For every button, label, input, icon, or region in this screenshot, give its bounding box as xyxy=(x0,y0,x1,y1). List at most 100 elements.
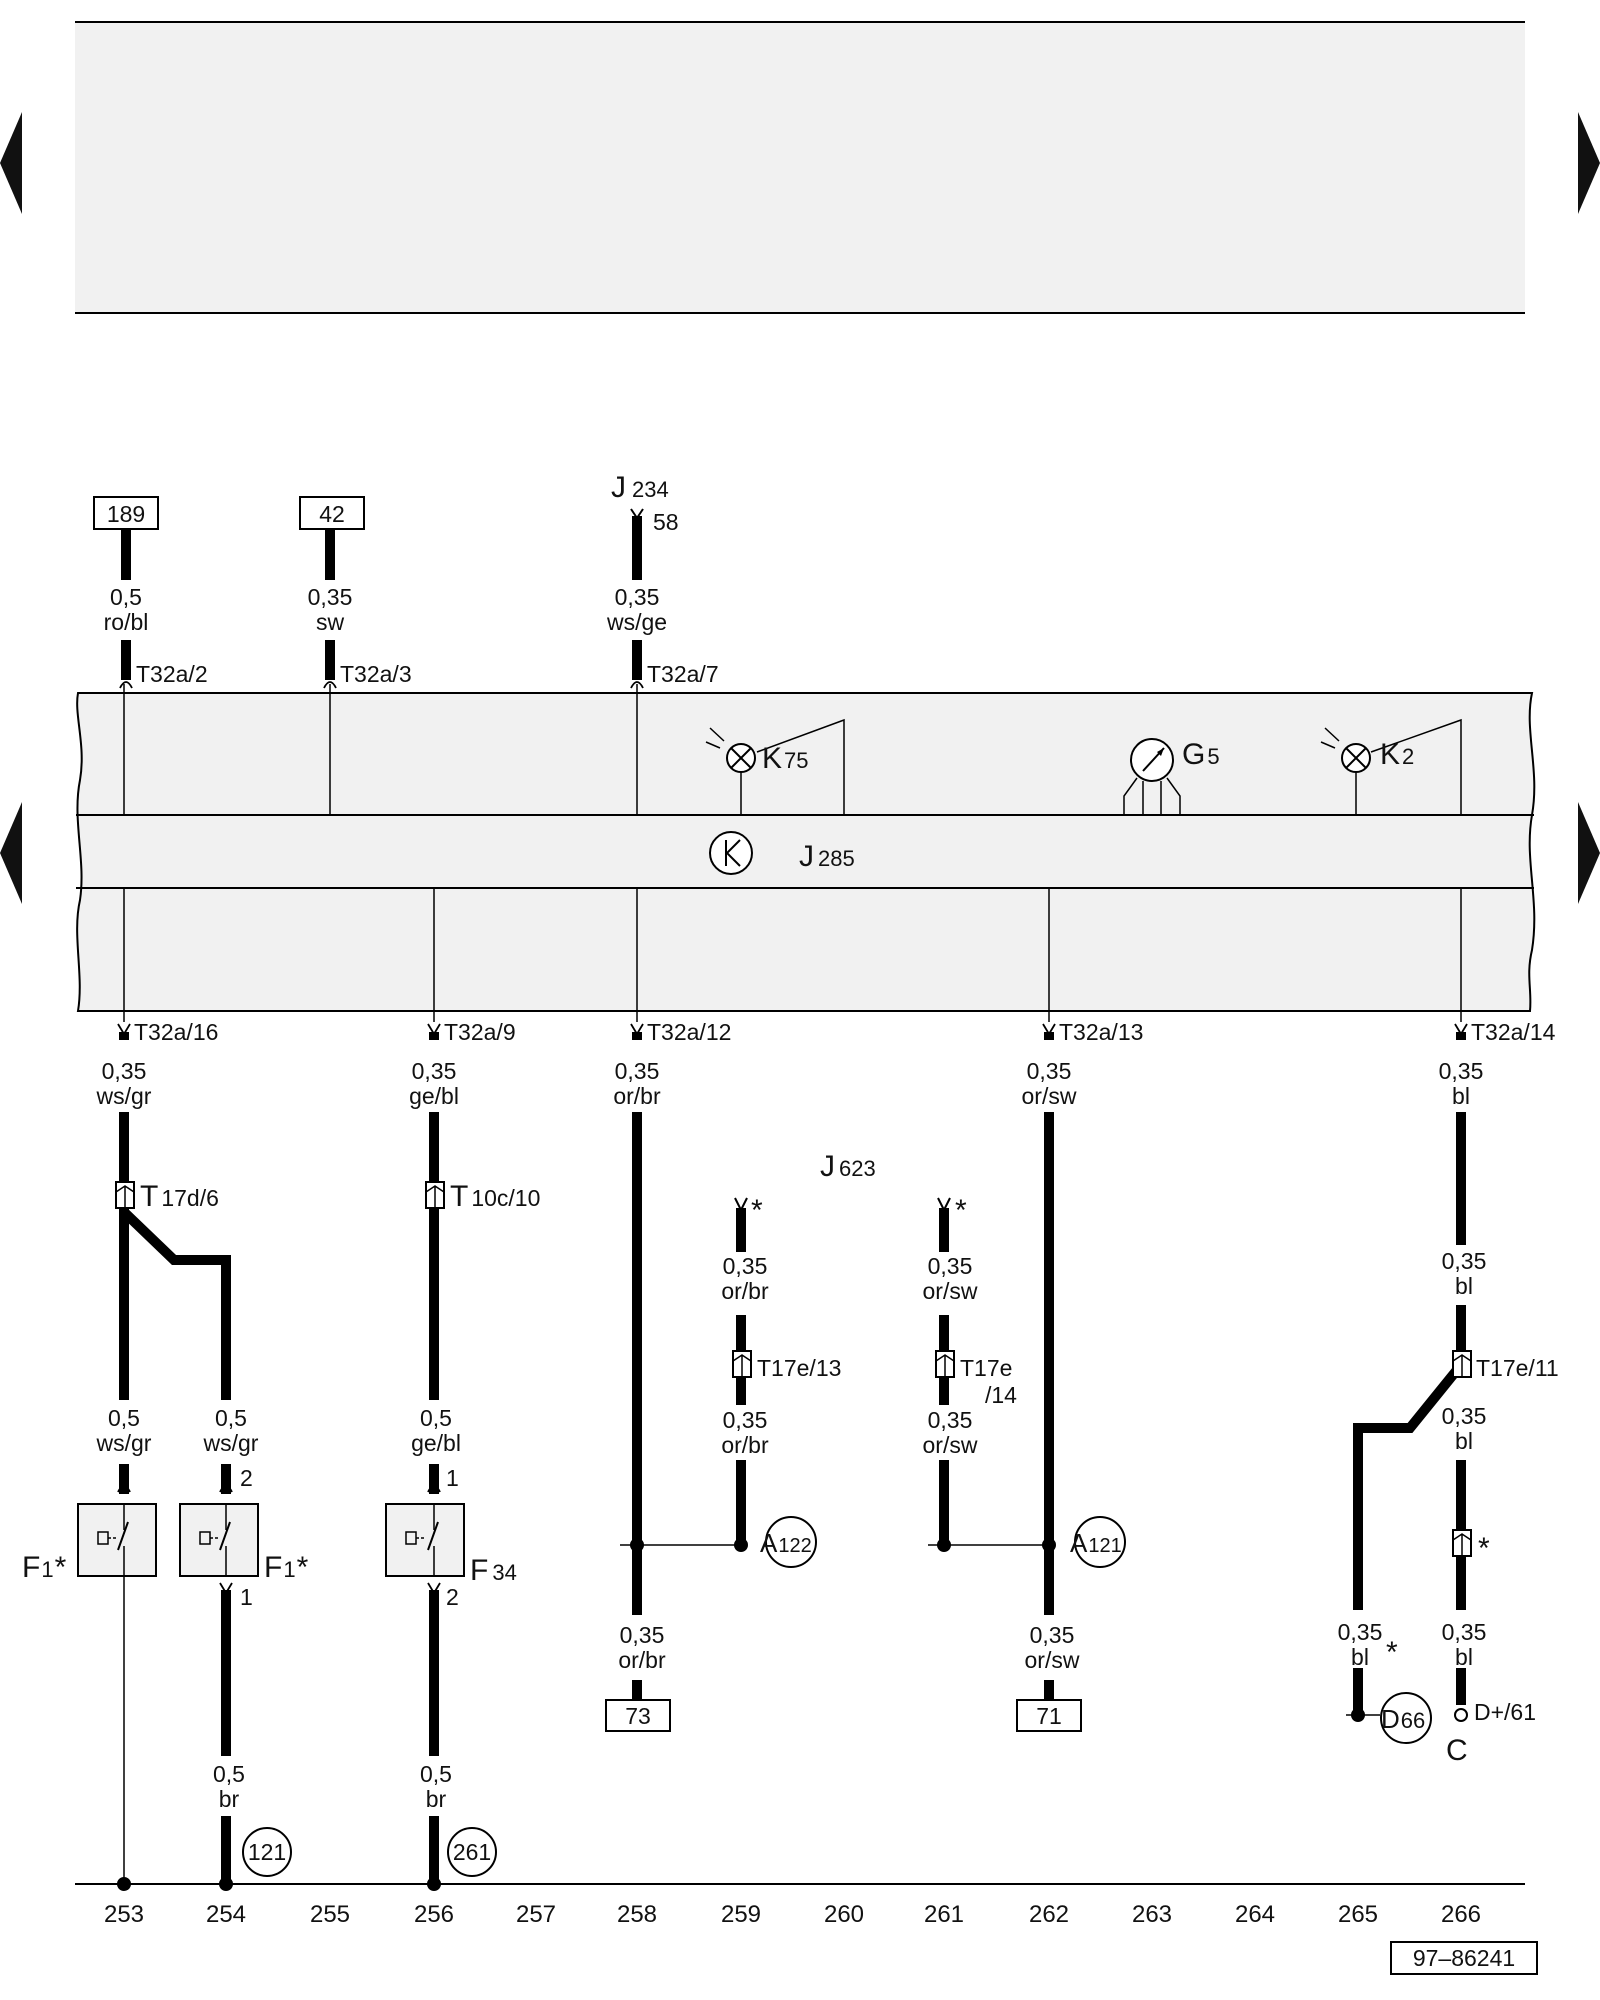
svg-text:T32a/3: T32a/3 xyxy=(340,661,412,687)
ref-box-42: 42 xyxy=(299,496,365,530)
svg-text:A121: A121 xyxy=(1070,1528,1122,1558)
svg-text:bl: bl xyxy=(1455,1273,1473,1299)
svg-text:262: 262 xyxy=(1029,1901,1069,1928)
svg-text:ws/ge: ws/ge xyxy=(606,609,667,635)
top-connector-labels: T32a/2 T32a/3 T32a/7 xyxy=(136,661,719,687)
svg-text:or/br: or/br xyxy=(721,1278,769,1304)
t17e11-label: T17e/11 xyxy=(1476,1355,1559,1381)
svg-text:0,35: 0,35 xyxy=(1442,1248,1487,1274)
top-wires xyxy=(121,516,642,680)
svg-text:261: 261 xyxy=(924,1901,964,1928)
svg-text:121: 121 xyxy=(248,1839,286,1865)
svg-text:T32a/7: T32a/7 xyxy=(647,661,719,687)
d-plus-terminal xyxy=(1454,1708,1468,1722)
f1-left-label: F1* xyxy=(22,1551,67,1584)
svg-text:T32a/13: T32a/13 xyxy=(1059,1019,1143,1045)
svg-text:256: 256 xyxy=(414,1901,454,1928)
svg-text:or/sw: or/sw xyxy=(923,1432,978,1458)
junction-dots xyxy=(117,1538,1365,1891)
svg-text:D66: D66 xyxy=(1381,1704,1425,1734)
j623-pin-fork-a xyxy=(734,1197,748,1213)
next-page-arrow-mid[interactable] xyxy=(1578,802,1600,904)
svg-text:0,35: 0,35 xyxy=(1338,1619,1383,1645)
svg-text:0,35: 0,35 xyxy=(412,1058,457,1084)
grid-numbers: 253 254 255 256 257 258 259 260 261 262 … xyxy=(104,1901,1481,1928)
svg-text:A122: A122 xyxy=(760,1528,812,1558)
svg-text:0,35: 0,35 xyxy=(1439,1058,1484,1084)
svg-text:bl: bl xyxy=(1351,1644,1369,1670)
k75-label: K75 xyxy=(762,742,809,775)
internal-lines xyxy=(123,684,1462,1884)
svg-text:0,5: 0,5 xyxy=(420,1761,452,1787)
svg-text:br: br xyxy=(219,1786,240,1812)
prev-page-arrow-mid[interactable] xyxy=(0,802,22,904)
svg-text:0,5: 0,5 xyxy=(420,1405,452,1431)
next-page-arrow-top[interactable] xyxy=(1578,112,1600,214)
svg-text:0,35: 0,35 xyxy=(615,584,660,610)
wire-labels: 0,35 ws/gr 0,35 ge/bl 0,35 or/br 0,35 or… xyxy=(96,1058,1487,1812)
svg-text:0,35: 0,35 xyxy=(1030,1622,1075,1648)
ref-box-189: 189 xyxy=(93,496,159,530)
svg-text:263: 263 xyxy=(1132,1901,1172,1928)
svg-text:255: 255 xyxy=(310,1901,350,1928)
svg-text:261: 261 xyxy=(453,1839,491,1865)
asterisks: * * * * xyxy=(751,1194,1490,1669)
svg-text:*: * xyxy=(1386,1636,1398,1669)
svg-text:73: 73 xyxy=(625,1703,651,1729)
g5-label: G5 xyxy=(1182,738,1220,771)
d-plus-letter: C xyxy=(1446,1734,1468,1767)
svg-text:*: * xyxy=(1478,1532,1490,1565)
svg-text:bl: bl xyxy=(1455,1428,1473,1454)
svg-text:0,35: 0,35 xyxy=(1442,1403,1487,1429)
k2-warning-lamp-icon xyxy=(1320,727,1371,773)
switch-f34 xyxy=(385,1503,465,1577)
bottom-stubs xyxy=(119,1032,1466,1040)
ground-261: 261 xyxy=(447,1827,497,1877)
svg-text:or/br: or/br xyxy=(721,1432,769,1458)
svg-text:0,35: 0,35 xyxy=(615,1058,660,1084)
svg-text:0,5: 0,5 xyxy=(213,1761,245,1787)
svg-text:ws/gr: ws/gr xyxy=(96,1083,152,1109)
svg-text:259: 259 xyxy=(721,1901,761,1928)
d66-circle: D66 xyxy=(1380,1692,1432,1744)
svg-text:97–86241: 97–86241 xyxy=(1413,1945,1515,1971)
svg-text:0,35: 0,35 xyxy=(102,1058,147,1084)
bottom-connector-labels: T32a/16 T32a/9 T32a/12 T32a/13 T32a/14 xyxy=(134,1019,1556,1045)
svg-text:bl: bl xyxy=(1452,1083,1470,1109)
svg-text:ro/bl: ro/bl xyxy=(104,609,149,635)
svg-text:254: 254 xyxy=(206,1901,246,1928)
svg-text:189: 189 xyxy=(107,501,145,527)
svg-text:bl: bl xyxy=(1455,1644,1473,1670)
svg-text:257: 257 xyxy=(516,1901,556,1928)
junction-a121: A121 xyxy=(1070,1516,1126,1568)
g5-gauge-icon xyxy=(1123,738,1181,815)
prev-page-arrow-top[interactable] xyxy=(0,112,22,214)
svg-text:71: 71 xyxy=(1036,1703,1062,1729)
svg-text:0,5: 0,5 xyxy=(110,584,142,610)
switch-f1-left xyxy=(77,1503,157,1577)
svg-text:253: 253 xyxy=(104,1901,144,1928)
svg-text:or/br: or/br xyxy=(613,1083,661,1109)
svg-text:ge/bl: ge/bl xyxy=(409,1083,459,1109)
svg-text:1: 1 xyxy=(240,1584,253,1610)
svg-text:br: br xyxy=(426,1786,447,1812)
svg-text:0,35: 0,35 xyxy=(1027,1058,1072,1084)
svg-text:or/sw: or/sw xyxy=(1025,1647,1080,1673)
svg-text:0,5: 0,5 xyxy=(108,1405,140,1431)
svg-text:ws/gr: ws/gr xyxy=(96,1430,152,1456)
svg-text:258: 258 xyxy=(617,1901,657,1928)
svg-text:265: 265 xyxy=(1338,1901,1378,1928)
svg-text:0,35: 0,35 xyxy=(723,1253,768,1279)
svg-text:*: * xyxy=(751,1194,763,1227)
svg-text:T32a/2: T32a/2 xyxy=(136,661,208,687)
svg-text:T32a/16: T32a/16 xyxy=(134,1019,218,1045)
ground-121: 121 xyxy=(242,1827,292,1877)
bottom-connector-forks xyxy=(117,1023,1468,1036)
svg-text:0,35: 0,35 xyxy=(620,1622,665,1648)
svg-text:266: 266 xyxy=(1441,1901,1481,1928)
